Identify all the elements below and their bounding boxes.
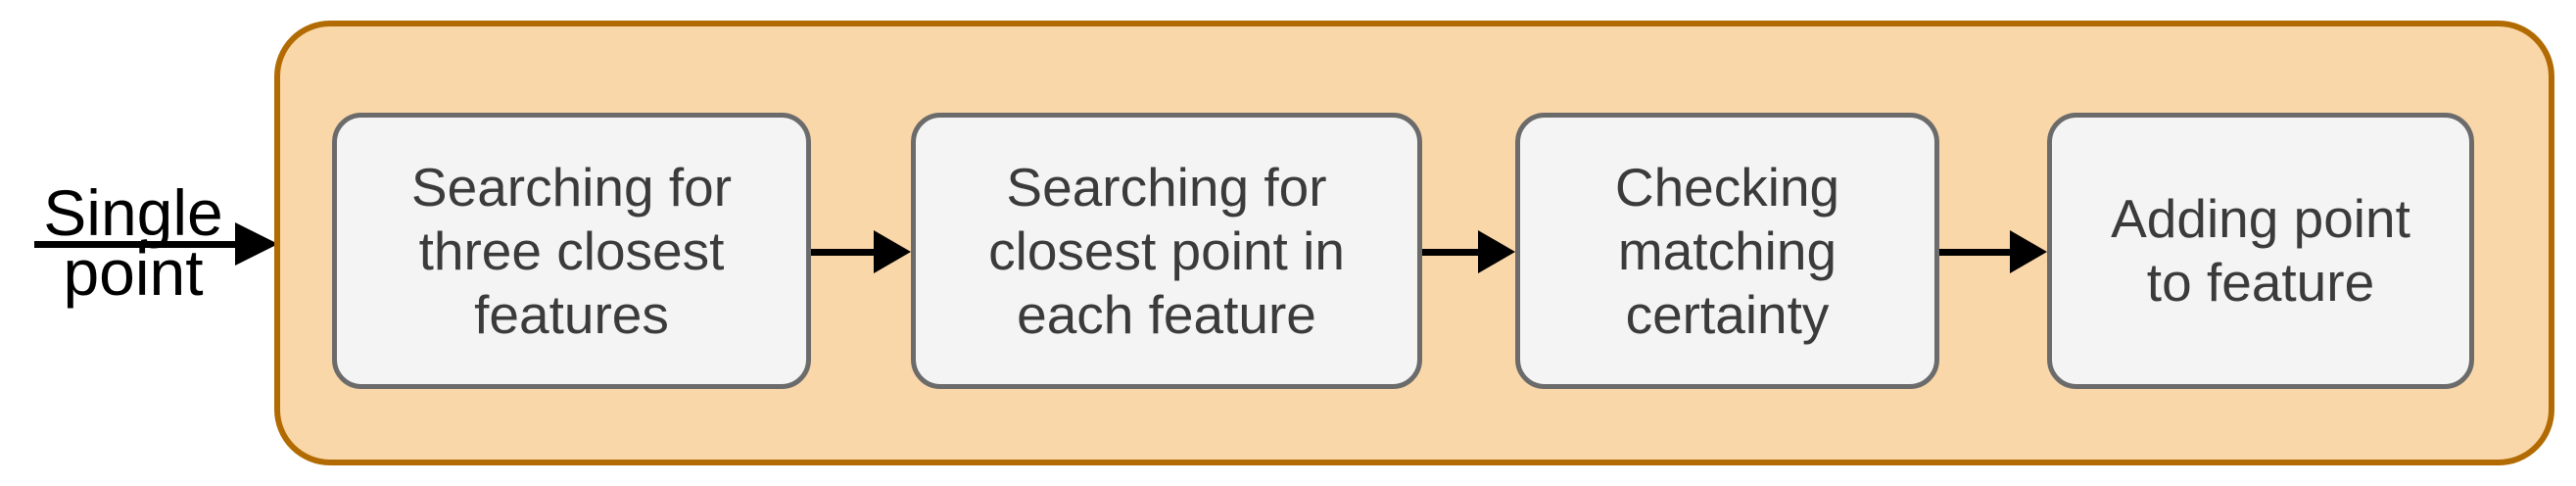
- step-adding-point-to-feature: Adding point to feature: [2047, 113, 2474, 389]
- step-line: to feature: [2146, 252, 2375, 313]
- step-line: matching: [1617, 219, 1837, 281]
- step-line: Searching for: [1006, 156, 1327, 218]
- step-line: features: [474, 283, 669, 345]
- input-label-line-2: point: [63, 236, 204, 309]
- step-line: each feature: [1017, 283, 1316, 345]
- input-label-line-1: Single: [43, 176, 223, 249]
- arrow-step1-to-step2: [811, 230, 911, 273]
- step-line: three closest: [418, 219, 725, 281]
- arrow-shaft: [34, 240, 241, 248]
- arrow-shaft: [1422, 248, 1484, 256]
- arrow-step2-to-step3: [1422, 230, 1515, 273]
- arrowhead: [2010, 230, 2047, 273]
- arrow-step3-to-step4: [1939, 230, 2047, 273]
- arrowhead: [874, 230, 911, 273]
- step-searching-three-closest-features: Searching for three closest features: [332, 113, 811, 389]
- input-arrow: [34, 222, 278, 266]
- step-line: Adding point: [2111, 188, 2410, 249]
- arrow-shaft: [811, 248, 880, 256]
- step-line: Checking: [1614, 156, 1840, 218]
- arrowhead: [235, 222, 278, 266]
- step-line: closest point in: [988, 219, 1345, 281]
- arrow-shaft: [1939, 248, 2016, 256]
- arrowhead: [1478, 230, 1515, 273]
- step-line: Searching for: [410, 156, 733, 218]
- step-line: certainty: [1625, 283, 1830, 345]
- input-label: Single point: [16, 176, 251, 309]
- step-checking-matching-certainty: Checking matching certainty: [1515, 113, 1939, 389]
- step-searching-closest-point-each-feature: Searching for closest point in each feat…: [911, 113, 1422, 389]
